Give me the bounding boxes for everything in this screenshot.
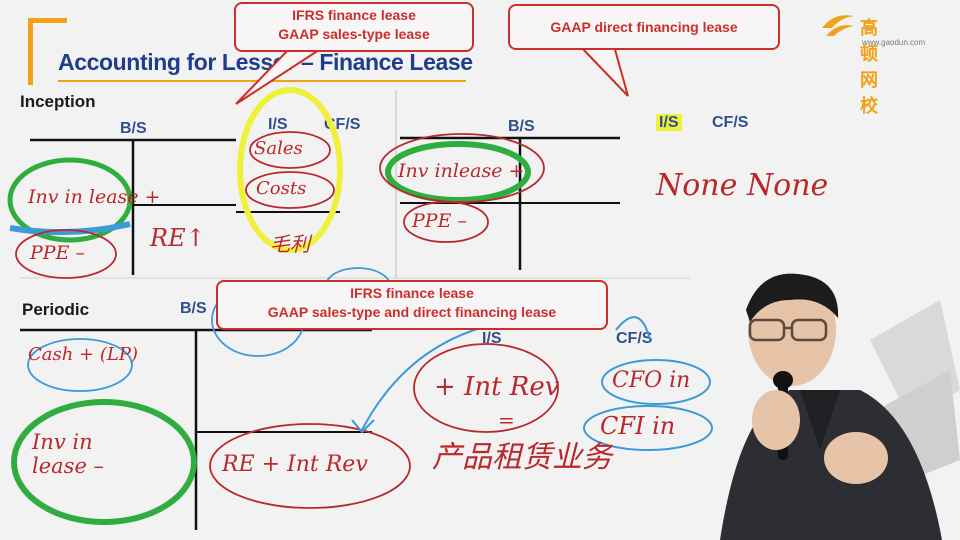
callout-gaap-direct-financing: GAAP direct financing lease <box>508 4 780 50</box>
section-inception: Inception <box>20 92 96 111</box>
logo-url: www.gaodun.com <box>862 38 926 47</box>
logo-text: 高顿网校 <box>860 18 878 116</box>
handwritten-re-plus-int-rev: RE + Int Rev <box>222 452 368 477</box>
glasses-icon <box>748 318 786 342</box>
presenter-video <box>720 273 960 540</box>
header-cfs-periodic: CF/S <box>616 330 653 347</box>
header-bs-right: B/S <box>508 118 535 135</box>
header-cfs-right: CF/S <box>712 114 749 131</box>
handwritten-cfi-in: CFI in <box>600 412 676 440</box>
handwritten-ppe-minus: PPE – <box>30 242 85 264</box>
header-is-right: I/S <box>656 114 682 132</box>
handwritten-costs: Costs <box>256 178 307 199</box>
header-bs-left: B/S <box>120 120 147 137</box>
handwritten-inv-inlease-plus: Inv inlease + <box>398 160 525 182</box>
title-bracket <box>28 18 67 85</box>
header-is-left: I/S <box>268 116 288 133</box>
handwritten-plus-int-rev: + Int Rev <box>434 372 560 402</box>
gaodun-logo: 高顿网校 www.gaodun.com <box>820 10 925 116</box>
logo-wing-icon <box>822 15 854 36</box>
slide-title: Accounting for Lessor – Finance Lease <box>58 49 473 75</box>
header-bs-periodic: B/S <box>180 300 207 317</box>
handwritten-re-plus: RE↑ <box>150 224 206 252</box>
handwritten-profit: 毛利 <box>270 232 310 256</box>
presenter-hand <box>752 390 800 450</box>
handwritten-none-none: None None <box>656 168 829 203</box>
handwritten-sales: Sales <box>254 138 303 159</box>
callout-ifrs-gaap-sales-type: IFRS finance lease GAAP sales-type lease <box>234 2 474 52</box>
handwritten-equals: = <box>498 408 515 432</box>
handwritten-cn-note: 产品租赁业务 <box>432 440 612 475</box>
presenter-hair <box>746 273 839 322</box>
handwritten-cash-plus-lp: Cash + (LP) <box>28 344 138 365</box>
header-is-periodic: I/S <box>482 330 502 347</box>
handwritten-ppe-minus-2: PPE – <box>412 210 467 232</box>
handwritten-cfo-in: CFO in <box>612 368 691 393</box>
section-periodic: Periodic <box>22 300 90 319</box>
handwritten-inv-in-lease-minus: Inv in lease – <box>32 430 105 478</box>
callout-periodic-lease-types: IFRS finance lease GAAP sales-type and d… <box>216 280 608 330</box>
handwritten-inv-in-lease-plus: Inv in lease + <box>28 186 161 208</box>
